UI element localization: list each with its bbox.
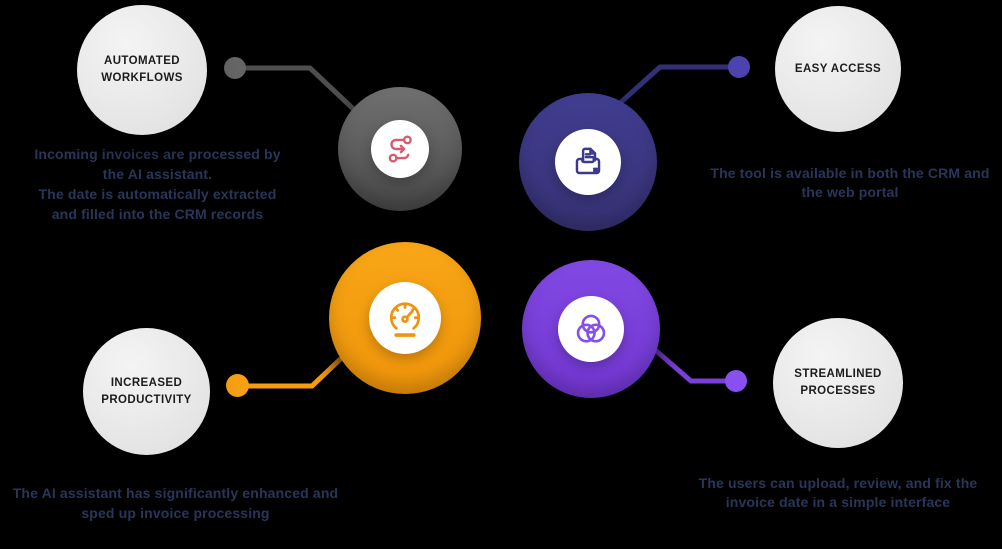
description-line: invoice date in a simple interface bbox=[725, 494, 951, 510]
description-line: The date is automatically extracted bbox=[38, 186, 277, 202]
description-line: sped up invoice processing bbox=[81, 505, 270, 521]
description-line: the web portal bbox=[801, 184, 899, 200]
node-icon-bg bbox=[555, 129, 621, 195]
connector-dot-automated-workflows bbox=[224, 57, 246, 79]
document-tray-icon bbox=[575, 147, 601, 175]
node-increased-productivity bbox=[329, 242, 481, 394]
connector-streamlined-processes bbox=[652, 347, 736, 384]
route-icon bbox=[388, 135, 412, 163]
description-line: The tool is available in both the CRM an… bbox=[710, 165, 990, 181]
node-streamlined-processes bbox=[522, 260, 660, 398]
label-easy-access: EASY ACCESS bbox=[794, 62, 882, 75]
description-line: the AI assistant. bbox=[102, 166, 213, 182]
label-increased-productivity: INCREASED PRODUCTIVITY bbox=[101, 376, 192, 406]
label-circle-increased-productivity: INCREASED PRODUCTIVITY bbox=[83, 328, 210, 455]
connector-dot-easy-access bbox=[728, 56, 750, 78]
description-line: Incoming invoices are processed by bbox=[34, 146, 281, 162]
label-circle-streamlined-processes: STREAMLINED PROCESSES bbox=[773, 318, 903, 448]
label-circle-automated-workflows: AUTOMATED WORKFLOWS bbox=[77, 5, 207, 135]
connector-dot-increased-productivity bbox=[226, 374, 249, 397]
description-automated-workflows: Incoming invoices are processed by the A… bbox=[15, 144, 300, 224]
description-streamlined-processes: The users can upload, review, and fix th… bbox=[688, 474, 988, 512]
connector-increased-productivity bbox=[238, 346, 354, 389]
node-icon-bg bbox=[369, 282, 441, 354]
speedometer-icon bbox=[389, 302, 421, 337]
node-icon-bg bbox=[371, 120, 429, 178]
node-easy-access bbox=[519, 93, 657, 231]
connector-easy-access bbox=[618, 64, 739, 105]
node-automated-workflows bbox=[338, 87, 462, 211]
description-line: The users can upload, review, and fix th… bbox=[698, 475, 978, 491]
label-streamlined-processes: STREAMLINED PROCESSES bbox=[794, 368, 882, 397]
description-increased-productivity: The AI assistant has significantly enhan… bbox=[8, 483, 343, 523]
node-icon-bg bbox=[558, 296, 624, 362]
overlapping-circles-icon bbox=[576, 314, 606, 343]
connector-automated-workflows bbox=[235, 65, 367, 122]
connector-dot-streamlined-processes bbox=[725, 370, 747, 392]
label-circle-easy-access: EASY ACCESS bbox=[775, 6, 901, 132]
description-line: and filled into the CRM records bbox=[51, 206, 264, 222]
label-automated-workflows: AUTOMATED WORKFLOWS bbox=[101, 55, 183, 84]
description-line: The AI assistant has significantly enhan… bbox=[12, 485, 339, 501]
description-easy-access: The tool is available in both the CRM an… bbox=[700, 164, 1000, 202]
